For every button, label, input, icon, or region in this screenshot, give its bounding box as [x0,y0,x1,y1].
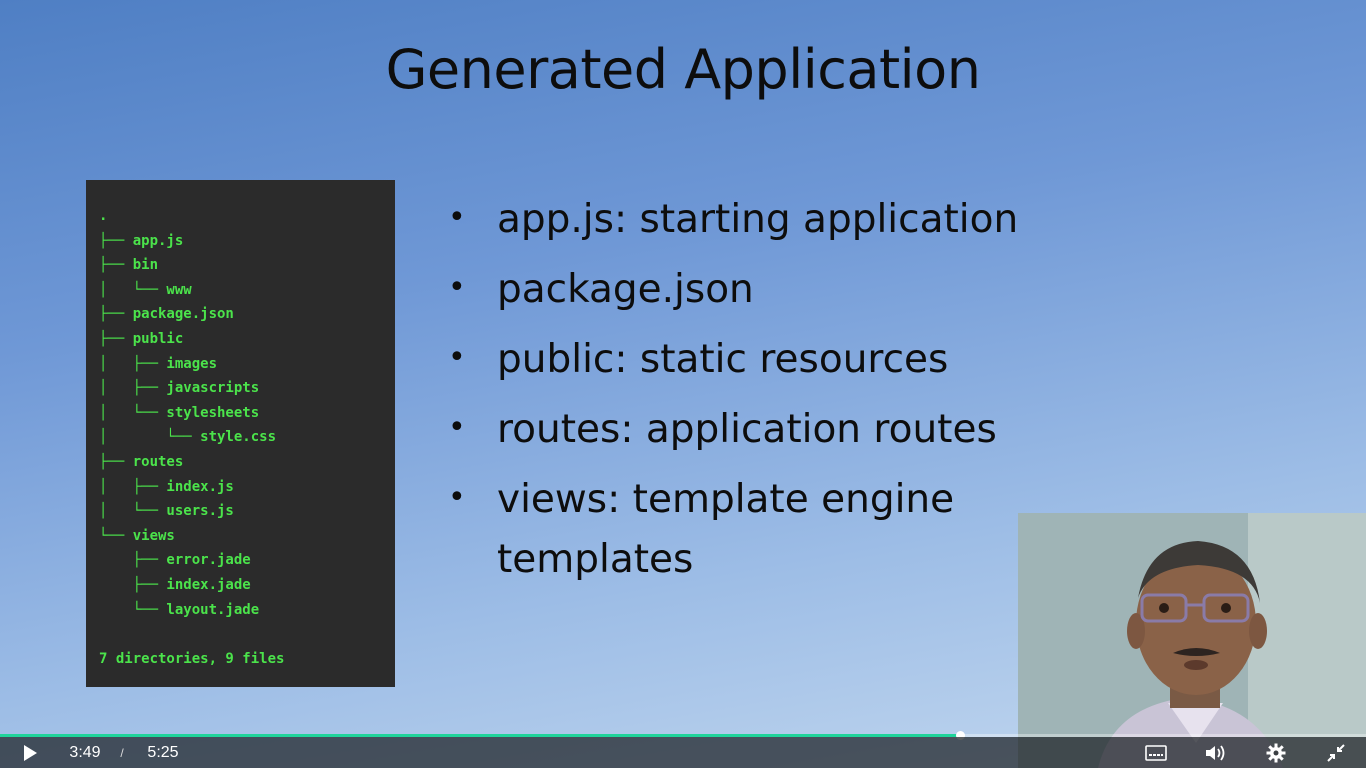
presenter-webcam [1018,513,1366,768]
captions-button[interactable] [1142,737,1170,768]
bullet-item: • views: template engine templates [440,470,1020,590]
terminal-line: │ ├── javascripts [99,380,260,397]
bullet-text: routes: application routes [497,407,997,452]
slide-title: Generated Application [385,38,981,101]
progress-handle[interactable] [956,731,966,740]
settings-icon [1266,743,1286,762]
bullet-list: • app.js: starting application • package.js… [440,190,1020,600]
player-controls: 3:49 / 5:25 [0,737,1366,768]
time-separator: / [120,745,124,760]
play-icon [24,744,37,761]
bullet-dot: • [448,270,466,305]
terminal-line: │ └── stylesheets [99,404,260,421]
terminal-line: ├── bin [99,257,159,274]
bullet-text: views: template engine templates [497,477,955,582]
bullet-item: • public: static resources [440,330,1020,390]
volume-icon [1206,744,1225,761]
current-time: 3:49 [69,743,101,761]
bullet-text: app.js: starting application [497,197,1019,242]
terminal-line: ├── public [99,330,184,347]
bullet-text: public: static resources [497,337,949,382]
exit-fullscreen-button[interactable] [1322,737,1350,768]
terminal-line: │ ├── index.js [99,478,234,495]
terminal-line: ├── routes [99,453,184,470]
bullet-item: • package.json [440,260,1020,320]
terminal-line: │ └── users.js [99,503,234,520]
captions-icon [1145,744,1167,761]
bullet-item: • routes: application routes [440,400,1020,460]
terminal-line: │ ├── images [99,355,218,372]
bullet-dot: • [448,480,466,515]
terminal-line: │ └── style.css [99,429,277,446]
bullet-dot: • [448,340,466,375]
terminal-line: . [99,208,108,224]
terminal-directory-tree: . ├── app.js ├── bin │ └── www ├── package.j… [86,180,395,687]
terminal-line: └── views [99,527,175,544]
progress-bar[interactable] [0,731,1366,740]
terminal-line: │ └── www [99,281,192,298]
progress-fill [0,734,961,737]
presenter-image [1018,513,1366,768]
settings-button[interactable] [1262,737,1290,768]
play-button[interactable] [14,737,46,768]
terminal-line: ├── package.json [99,306,234,323]
terminal-line: ├── app.js [99,232,184,249]
bullet-dot: • [448,410,466,445]
total-time: 5:25 [147,743,179,761]
bullet-text: package.json [497,267,754,312]
bullet-item: • app.js: starting application [440,190,1020,250]
terminal-line: └── layout.jade [99,601,260,618]
exit-fullscreen-icon [1327,743,1345,762]
volume-button[interactable] [1202,737,1230,768]
terminal-summary: 7 directories, 9 files [99,650,285,667]
terminal-line: ├── error.jade [99,552,251,569]
terminal-lines: . ├── app.js ├── bin │ └── www ├── package.j… [99,204,395,622]
bullet-dot: • [448,200,466,235]
terminal-line: ├── index.jade [99,576,251,593]
